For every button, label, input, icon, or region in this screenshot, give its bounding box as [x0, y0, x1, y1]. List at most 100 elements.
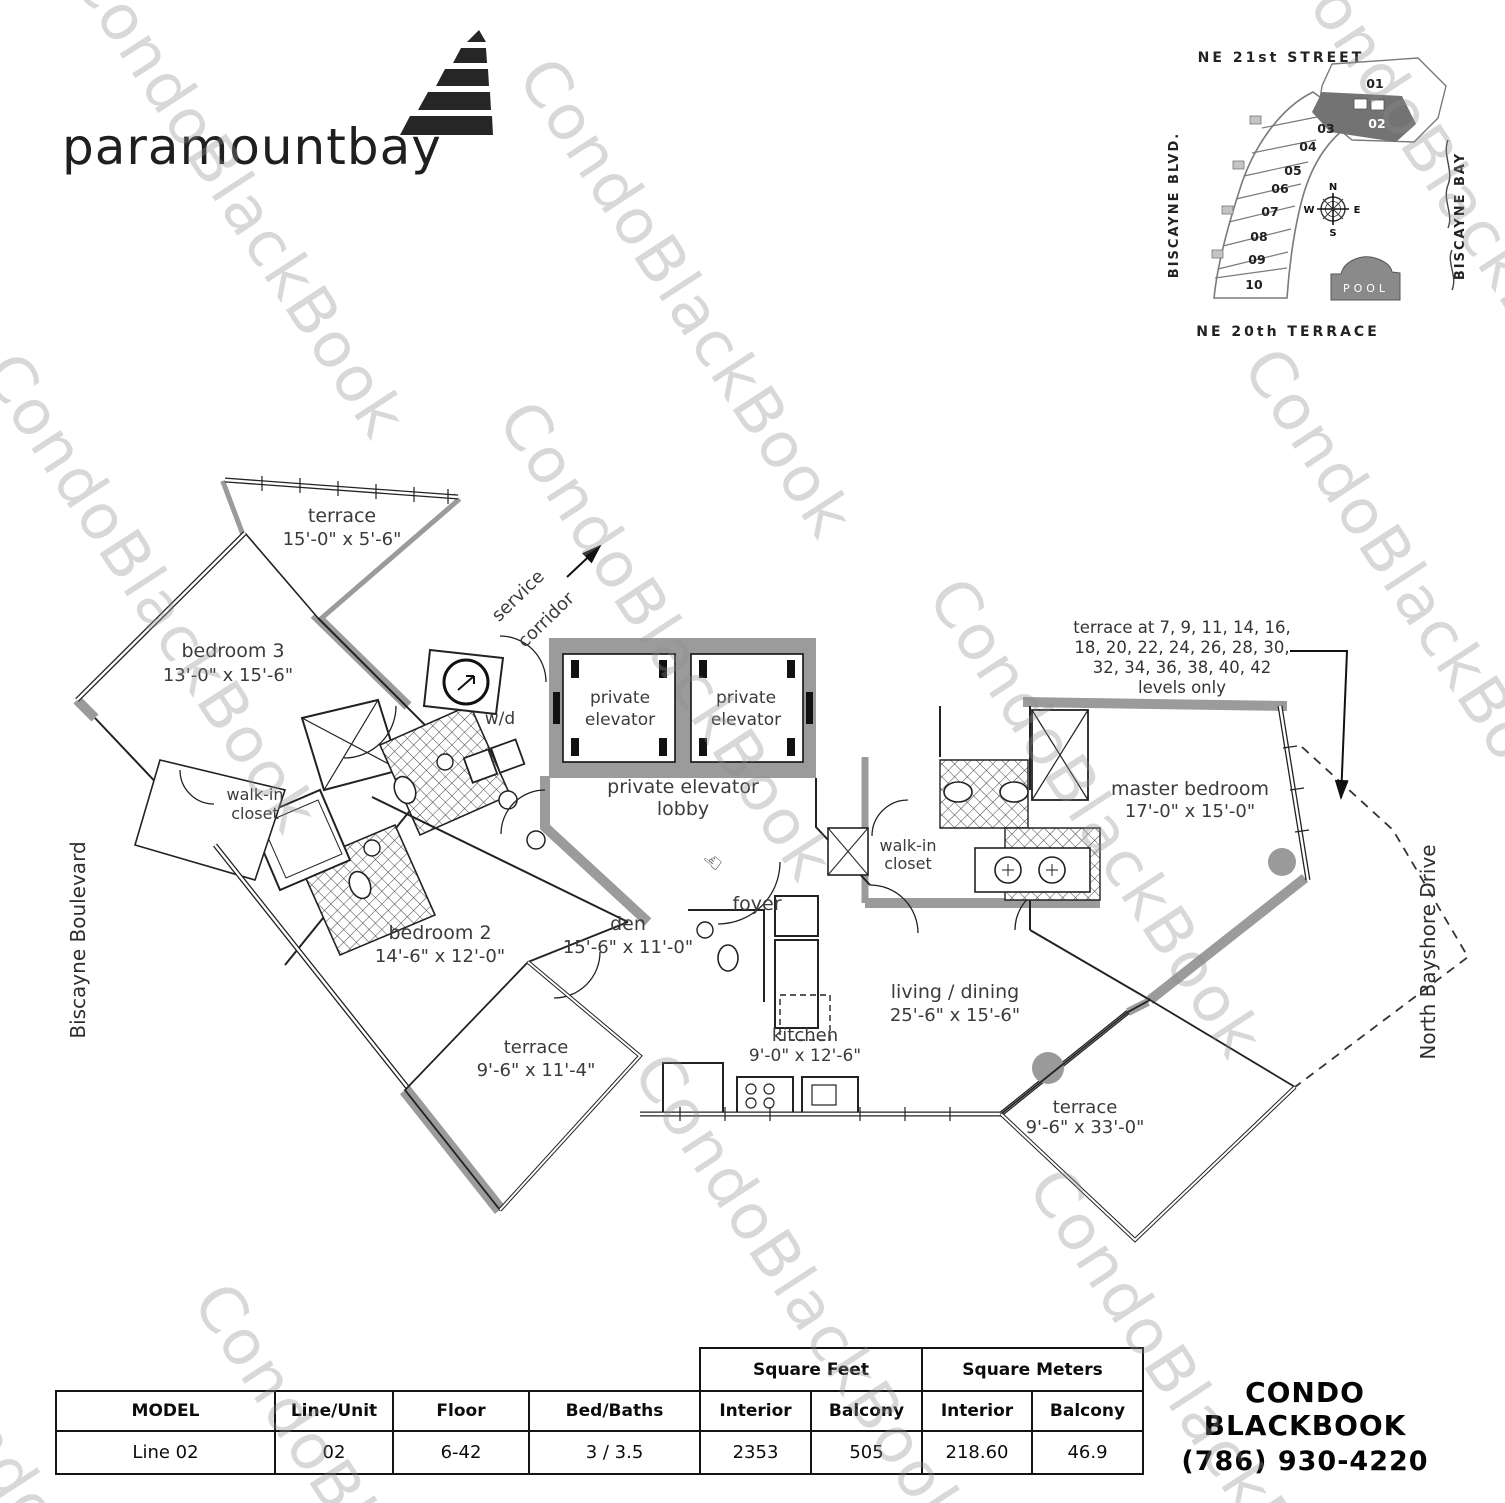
terrace-top — [224, 476, 459, 619]
walkin-left-label-2: closet — [231, 804, 278, 823]
unit-label-09: 09 — [1248, 252, 1265, 267]
paramountbay-logo-icon — [400, 30, 493, 135]
living-dims: 25'-6" x 15'-6" — [890, 1005, 1020, 1026]
elevator-1-label-1: private — [590, 688, 650, 708]
street-label-ne-21st: NE 21st STREET — [1198, 50, 1365, 66]
window-ticks — [261, 476, 449, 504]
col-header-sm-interior: Interior — [921, 1390, 1033, 1432]
unit-label-02: 02 — [1368, 116, 1385, 131]
col-header-sf-balcony: Balcony — [810, 1390, 923, 1432]
elevator-guides — [553, 660, 813, 756]
compass-s: S — [1329, 228, 1336, 239]
street-label-biscayne-blvd: BISCAYNE BLVD. — [1167, 132, 1182, 278]
bedroom2-dims: 14'-6" x 12'-0" — [375, 946, 505, 967]
unit-label-08: 08 — [1250, 229, 1267, 244]
col-header-floor: Floor — [392, 1390, 530, 1432]
footer-brand: CONDO BLACKBOOK (786) 930-4220 — [1146, 1376, 1464, 1477]
bedroom3-label: bedroom 3 — [181, 640, 284, 662]
cell-line-unit: 02 — [274, 1430, 394, 1475]
unit-label-05: 05 — [1284, 163, 1301, 178]
private-elevators: private elevator private elevator — [549, 638, 816, 778]
road-label-biscayne-boulevard: Biscayne Boulevard — [66, 841, 90, 1039]
bedroom-2-terrace — [213, 843, 643, 1212]
cell-model: Line 02 — [55, 1430, 276, 1475]
terrace-top-dims: 15'-0" x 5'-6" — [283, 529, 402, 550]
washer-dryer-units — [462, 738, 526, 784]
cell-sm-interior: 218.60 — [921, 1430, 1033, 1475]
walkin-master-label-2: closet — [884, 854, 931, 873]
kitchen-dims: 9'-0" x 12'-6" — [749, 1046, 861, 1066]
living-label: living / dining — [891, 981, 1019, 1003]
master-dims: 17'-0" x 15'-0" — [1125, 801, 1255, 822]
cell-sm-balcony: 46.9 — [1031, 1430, 1144, 1475]
unit-label-01: 01 — [1366, 76, 1383, 91]
col-header-line-unit: Line/Unit — [274, 1390, 394, 1432]
unit-labels: 01 02 03 04 05 06 07 08 09 10 — [1245, 76, 1385, 292]
elevator-2-label-2: elevator — [711, 710, 781, 730]
col-header-model: MODEL — [55, 1390, 276, 1432]
pool-label: POOL — [1343, 282, 1389, 295]
bay-waves-icon — [1445, 139, 1455, 291]
den-label: den — [610, 913, 646, 935]
note-line-3: 32, 34, 36, 38, 40, 42 — [1093, 658, 1271, 677]
col-header-bed-baths: Bed/Baths — [528, 1390, 701, 1432]
group-header-square-meters: Square Meters — [921, 1347, 1144, 1392]
compass-n: N — [1329, 182, 1337, 193]
brand-name: CONDO BLACKBOOK — [1203, 1376, 1407, 1442]
unit-label-03: 03 — [1317, 121, 1334, 136]
note-line-2: 18, 20, 22, 24, 26, 28, 30, — [1074, 638, 1289, 657]
building-footprint-band — [1213, 91, 1356, 299]
terrace-left-dims: 9'-6" x 11'-4" — [477, 1060, 596, 1081]
wd-label: w/d — [485, 709, 515, 729]
compass-e: E — [1354, 205, 1361, 216]
logo-wordmark: paramountbay — [62, 118, 442, 176]
elevator-1-label-2: elevator — [585, 710, 655, 730]
walkin-master-label-1: walk-in — [880, 836, 937, 855]
powder-room — [696, 921, 739, 972]
foyer-label: foyer — [732, 893, 781, 915]
terrace-note: terrace at 7, 9, 11, 14, 16, 18, 20, 22,… — [1073, 618, 1349, 800]
head-core-detail — [1353, 98, 1385, 111]
bedroom3-dims: 13'-0" x 15'-6" — [163, 665, 293, 686]
unit-divider-lines — [1214, 115, 1323, 279]
terrace-top-label: terrace — [308, 505, 376, 527]
unit-label-10: 10 — [1245, 277, 1263, 292]
group-header-square-feet: Square Feet — [699, 1347, 923, 1392]
unit-02-highlight — [1312, 92, 1416, 142]
hand-cursor-icon: ☞ — [698, 845, 729, 877]
compass-w: W — [1303, 205, 1314, 216]
terrace-bottom-right — [999, 998, 1297, 1243]
column — [1268, 848, 1296, 876]
unit-label-04: 04 — [1299, 139, 1317, 154]
col-header-sf-interior: Interior — [699, 1390, 812, 1432]
elevator-2-label-1: private — [716, 688, 776, 708]
brand-phone: (786) 930-4220 — [1181, 1446, 1429, 1477]
kitchen-fixtures — [662, 895, 859, 1115]
terrace-left-label: terrace — [504, 1037, 569, 1058]
lobby-label-1: private elevator — [607, 776, 759, 798]
street-label-biscayne-bay: BISCAYNE BAY — [1453, 152, 1468, 280]
service-area — [422, 635, 547, 850]
site-map: NE 21st STREET NE 20th TERRACE BISCAYNE … — [1167, 50, 1468, 340]
pool-shape: POOL — [1330, 256, 1401, 301]
cell-floor: 6-42 — [392, 1430, 530, 1475]
note-line-4: levels only — [1138, 678, 1226, 697]
walk-in-closet-left — [134, 759, 287, 881]
walkin-left-label-1: walk-in — [227, 785, 284, 804]
note-line-1: terrace at 7, 9, 11, 14, 16, — [1073, 618, 1291, 637]
col-header-sm-balcony: Balcony — [1031, 1390, 1144, 1432]
terrace-right-label: terrace — [1053, 1097, 1118, 1118]
dashed-terrace-outline — [1294, 746, 1470, 1088]
cell-sf-interior: 2353 — [699, 1430, 812, 1475]
master-label: master bedroom — [1111, 778, 1269, 800]
floor-plan: service corridor private elevator privat… — [73, 476, 1470, 1243]
bedroom2-label: bedroom 2 — [388, 922, 491, 944]
compass-icon: N S W E — [1303, 182, 1360, 239]
room-labels: terrace 15'-0" x 5'-6" bedroom 3 13'-0" … — [163, 505, 1269, 1138]
bath-cluster — [248, 698, 512, 957]
unit-label-07: 07 — [1261, 204, 1278, 219]
cell-bed-baths: 3 / 3.5 — [528, 1430, 701, 1475]
spec-table: Square Feet Square Meters MODEL Line/Uni… — [55, 1347, 1144, 1475]
